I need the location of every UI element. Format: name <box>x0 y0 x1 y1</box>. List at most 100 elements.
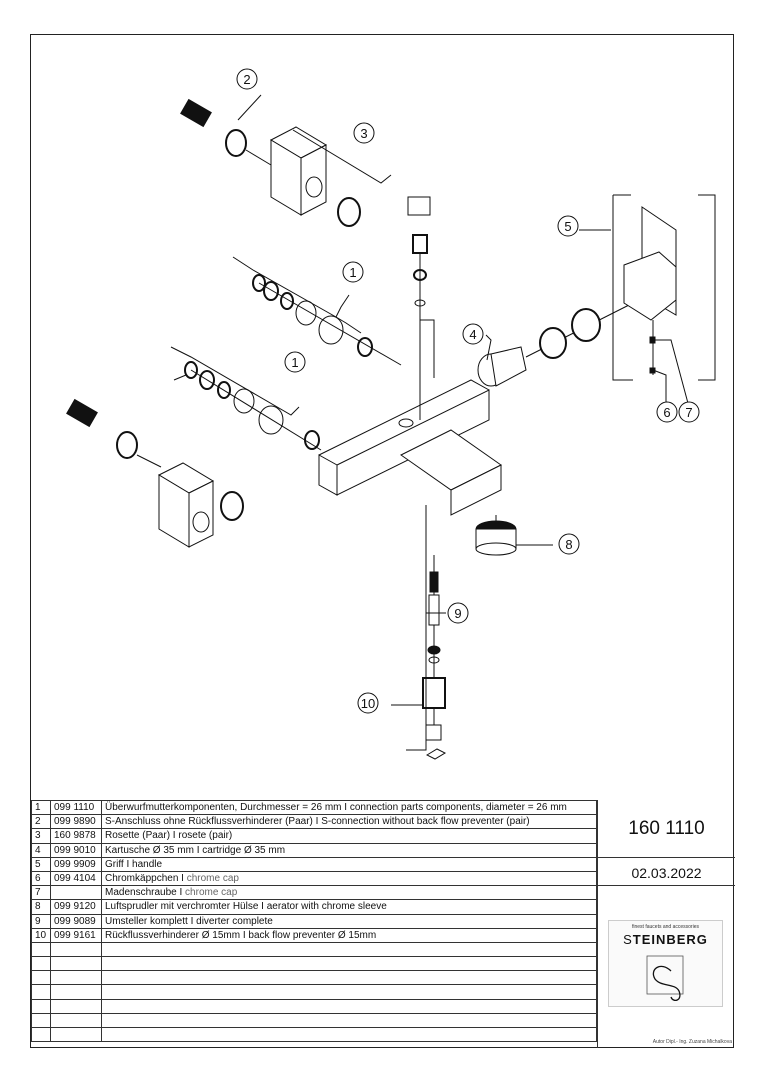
part-position: 4 <box>31 842 51 858</box>
part-code: 099 9089 <box>50 913 102 929</box>
part-description-de: Umsteller komplett I diverter complete <box>105 915 273 927</box>
aerator <box>475 515 517 556</box>
connection-parts-bottom <box>184 361 322 451</box>
parts-table-row: 7 Madenschraube I chrome cap <box>31 885 597 901</box>
part-description-de: Griff I handle <box>105 858 163 870</box>
part-position <box>31 956 51 972</box>
part-description-de: Rosette (Paar) I rosete (pair) <box>105 830 233 842</box>
part-description <box>101 970 597 986</box>
part-code <box>50 885 102 901</box>
part-code: 099 4104 <box>50 870 102 887</box>
drawing-date: 02.03.2022 <box>598 858 735 886</box>
callout-label: 1 <box>349 265 356 280</box>
part-position: 2 <box>31 814 51 830</box>
part-position <box>31 984 51 1000</box>
part-position <box>31 1012 51 1029</box>
part-description: Madenschraube I chrome cap <box>101 885 597 901</box>
part-description-en: chrome cap <box>183 873 239 885</box>
callout-2 <box>236 68 258 90</box>
part-position <box>31 998 51 1014</box>
callout-label: 7 <box>685 405 692 420</box>
author-credit: Autor Dipl.- Ing. Zuzana Michalkova <box>652 1039 732 1045</box>
callout-label: 10 <box>361 696 375 711</box>
brand-logo: finest faucets and accessories STEINBERG <box>608 920 723 1007</box>
part-description: Griff I handle <box>101 856 597 872</box>
parts-table-row <box>31 941 597 958</box>
title-block: 160 1110 02.03.2022 finest faucets and a… <box>597 800 735 1048</box>
brand-rest: TEINBERG <box>632 932 708 947</box>
part-position <box>31 941 51 958</box>
part-position: 7 <box>31 885 51 901</box>
part-description-de: Chromkäppchen I <box>105 873 184 885</box>
part-position: 9 <box>31 913 51 929</box>
part-code <box>50 1012 102 1029</box>
part-description-de: S-Anschluss ohne Rückflussverhinderer (P… <box>105 816 530 828</box>
brand-name: STEINBERG <box>609 932 722 947</box>
parts-table-row <box>31 1012 597 1029</box>
part-position: 5 <box>31 856 51 872</box>
callout-label: 6 <box>663 405 670 420</box>
faucet-body <box>318 379 502 516</box>
parts-table-row <box>31 998 597 1014</box>
logo-tagline: finest faucets and accessories <box>632 924 699 930</box>
part-position: 8 <box>31 899 51 915</box>
part-description: Überwurfmutterkomponenten, Durchmesser =… <box>101 799 597 816</box>
handle <box>612 194 716 381</box>
exploded-view-svg: 2 3 1 1 4 5 6 7 8 9 10 <box>66 68 716 760</box>
exploded-view-drawing: 2 3 1 1 4 5 6 7 8 9 10 <box>31 35 735 799</box>
callout-8 <box>558 533 580 555</box>
callout-label: 8 <box>565 537 572 552</box>
part-code <box>50 941 102 958</box>
s-connection-top <box>180 98 272 166</box>
part-position: 6 <box>31 870 51 887</box>
part-description-en: chrome cap <box>182 887 238 899</box>
part-code: 099 9909 <box>50 856 102 872</box>
callout-label: 5 <box>564 219 571 234</box>
part-position <box>31 970 51 986</box>
callout-1-top <box>342 261 364 283</box>
part-code <box>50 1026 102 1043</box>
callout-label: 4 <box>469 327 476 342</box>
part-code <box>50 998 102 1014</box>
cartridge <box>477 304 630 387</box>
callout-10 <box>357 692 379 714</box>
part-description <box>101 941 597 958</box>
part-code: 099 9890 <box>50 814 102 830</box>
parts-table-row <box>31 1026 597 1043</box>
part-description-de: Luftsprudler mit verchromter Hülse I aer… <box>105 901 387 913</box>
part-code: 099 1110 <box>50 799 102 816</box>
part-description-de: Rückflussverhinderer Ø 15mm I back flow … <box>105 929 377 941</box>
part-code: 099 9161 <box>50 927 102 943</box>
callout-7 <box>678 401 700 423</box>
part-description-de: Überwurfmutterkomponenten, Durchmesser =… <box>105 802 567 814</box>
parts-table-row <box>31 984 597 1000</box>
part-code: 099 9010 <box>50 842 102 858</box>
part-description-de: Madenschraube I <box>105 887 183 899</box>
part-code: 160 9878 <box>50 828 102 844</box>
connection-parts-top <box>252 274 402 366</box>
logo-emblem-icon <box>646 955 684 1002</box>
top-stack <box>407 196 435 420</box>
part-description: Luftsprudler mit verchromter Hülse I aer… <box>101 899 597 915</box>
part-description <box>101 1026 597 1043</box>
rosette-top <box>269 126 361 227</box>
part-description: Rückflussverhinderer Ø 15mm I back flow … <box>101 927 597 943</box>
part-description: Rosette (Paar) I rosete (pair) <box>101 828 597 844</box>
brand-first-letter: S <box>623 932 633 947</box>
rosette-bottom <box>157 462 244 548</box>
part-position: 1 <box>31 799 51 816</box>
part-code <box>50 970 102 986</box>
leader-lines <box>170 94 690 706</box>
parts-table-row <box>31 970 597 986</box>
part-position <box>31 1026 51 1043</box>
drawing-number: 160 1110 <box>598 800 735 858</box>
part-code <box>50 984 102 1000</box>
